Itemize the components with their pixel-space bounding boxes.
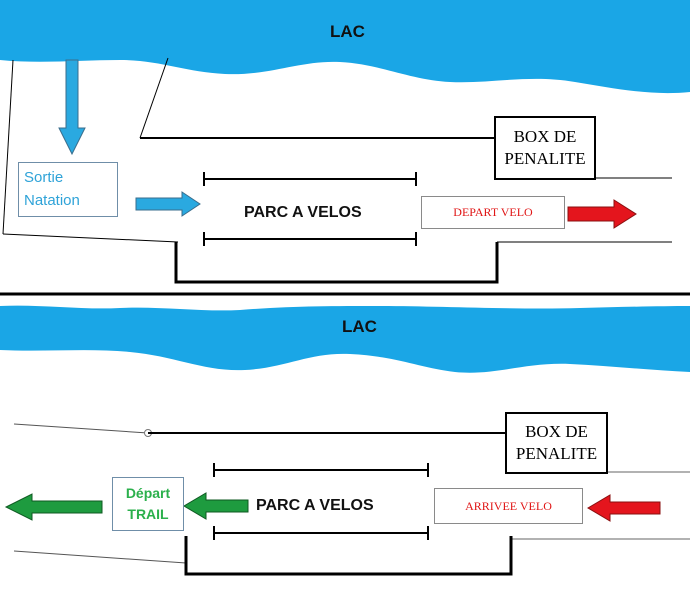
swim-exit-line1: Sortie <box>24 169 64 186</box>
path-line-left-bottom <box>13 423 149 434</box>
park-enclosure-bottom <box>184 536 513 576</box>
park-bar-lower-top <box>203 232 417 246</box>
lake-shape-top <box>0 0 690 94</box>
penalty-box-bottom-line1: BOX DE <box>525 422 588 441</box>
bike-park-label-top: PARC A VELOS <box>244 204 362 221</box>
bike-finish-label: ARRIVEE VELO <box>465 499 552 513</box>
trail-start-line1: Départ <box>125 485 171 501</box>
swim-exit-box: Sortie Natation <box>18 162 118 217</box>
bike-start-box: DEPART VELO <box>421 196 565 229</box>
park-bar-upper-top <box>203 172 417 186</box>
penalty-box-top-line1: BOX DE <box>513 127 577 146</box>
park-enclosure-top <box>174 242 499 284</box>
trail-start-line2: TRAIL <box>127 506 169 522</box>
bike-start-label: DEPART VELO <box>453 205 533 219</box>
right-arrow-icon <box>567 199 637 229</box>
bike-finish-box: ARRIVEE VELO <box>434 488 583 524</box>
left-arrow-icon <box>183 492 249 520</box>
path-line-lower-left-bottom <box>13 550 187 564</box>
lake-label-bottom: LAC <box>342 317 377 336</box>
park-bar-upper-bottom <box>213 463 429 477</box>
trail-start-box: Départ TRAIL <box>112 477 184 531</box>
penalty-box-bottom: BOX DE PENALITE <box>505 412 608 474</box>
bike-park-label-bottom: PARC A VELOS <box>256 497 374 514</box>
left-arrow-icon <box>587 494 661 522</box>
path-line-diag-top <box>139 57 169 139</box>
left-arrow-icon <box>4 493 103 521</box>
path-line-lower-left-top <box>2 233 179 243</box>
swim-exit-line2: Natation <box>24 192 80 209</box>
penalty-box-top-line2: PENALITE <box>504 149 586 168</box>
lake-label-top: LAC <box>330 22 365 41</box>
penalty-box-top: BOX DE PENALITE <box>494 116 596 180</box>
lake-shape-bottom <box>0 305 690 373</box>
right-arrow-icon <box>135 191 201 217</box>
down-arrow-icon <box>58 59 86 156</box>
penalty-box-bottom-line2: PENALITE <box>515 444 598 463</box>
park-bar-lower-bottom <box>213 526 429 540</box>
path-line-left-top <box>2 59 14 235</box>
